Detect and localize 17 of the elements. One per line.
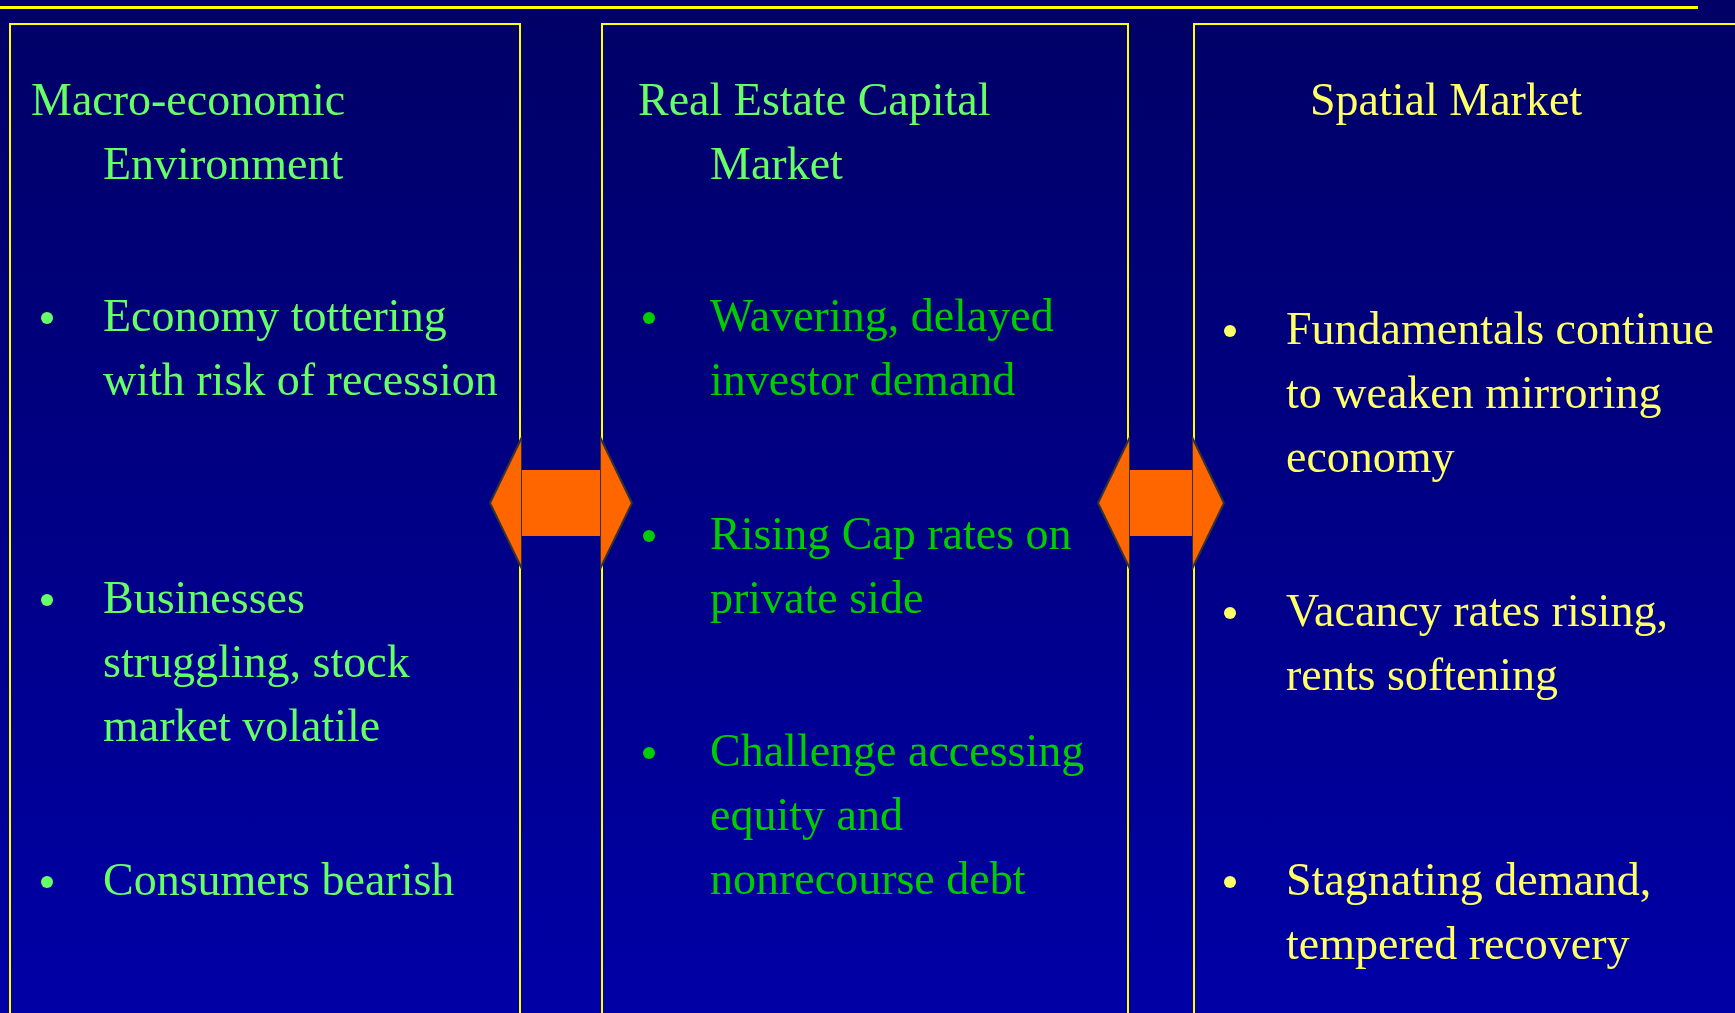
column-panel	[1193, 23, 1735, 1013]
bullet-text: Businesses struggling, stock market volatile	[103, 571, 411, 753]
bullet-text: Fundamentals continue to weaken mirroring economy	[1286, 302, 1715, 484]
column-heading: Spatial Market	[1310, 73, 1584, 127]
bullet-text: Challenge accessing equity and nonrecourse debt	[710, 724, 1086, 906]
column-panel	[601, 23, 1129, 1013]
bullet-text: Vacancy rates rising, rents softening	[1286, 584, 1669, 702]
bullet-text: Economy tottering with risk of recession	[103, 289, 499, 407]
bullet-text: Rising Cap rates on private side	[710, 507, 1073, 625]
double-arrow	[1097, 436, 1225, 570]
bullet-text: Consumers bearish	[103, 853, 456, 907]
bullet-text: Wavering, delayed investor demand	[710, 289, 1055, 407]
column-heading: Macro-economic Environment	[31, 73, 347, 191]
bullet-text: Stagnating demand, tempered recovery	[1286, 853, 1653, 971]
column-heading: Real Estate Capital Market	[638, 73, 992, 191]
column-panel	[9, 23, 521, 1013]
double-arrow	[489, 436, 633, 570]
